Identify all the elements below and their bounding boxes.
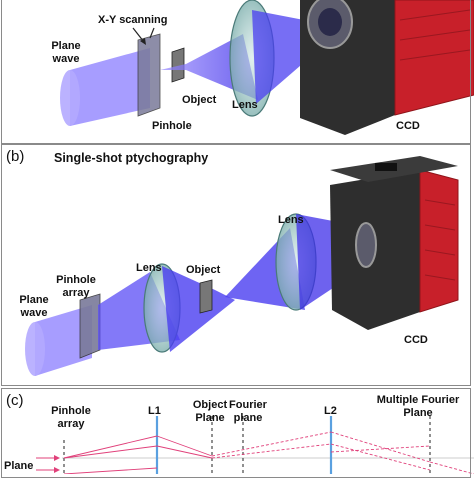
object-plane-label-line2: Plane (195, 412, 225, 424)
panel-b-title: Single-shot ptychography (54, 151, 209, 165)
panel-b-frame (1, 144, 471, 386)
ccd-camera-b (330, 156, 459, 330)
input-arrows-c (36, 455, 60, 473)
plane-wave-beam-a (70, 48, 150, 126)
panel-b-letter: (b) (6, 148, 25, 165)
object-plate-b (199, 279, 213, 314)
lens-label-a: Lens (232, 99, 258, 111)
panel-c-drawing (36, 416, 474, 474)
lens-right-label-b: Lens (278, 214, 304, 226)
lens-left-label-b: Lens (136, 262, 162, 274)
plane-wave-label-a-line1: Plane (51, 40, 81, 52)
pinhole-plate-a (137, 33, 161, 117)
pinhole-array-label-b-line1: Pinhole (56, 274, 96, 286)
multiple-fourier-plane-label-line1: Multiple Fourier (376, 394, 460, 406)
multiple-fourier-plane-label-line2: Plane (403, 407, 433, 419)
pinhole-label-a: Pinhole (152, 120, 192, 132)
plane-wave-end-b (25, 322, 45, 376)
fourier-plane-label-line2: plane (233, 412, 263, 424)
ccd-label-b: CCD (404, 334, 428, 346)
object-label-a: Object (182, 94, 217, 106)
pinhole-array-label-c-line1: Pinhole (51, 405, 91, 417)
object-plane-label-line1: Object (192, 399, 228, 411)
pinhole-array-label-c-line2: array (57, 418, 85, 430)
fourier-plane-label-line1: Fourier (229, 399, 267, 411)
pinhole-array-label-b-line2: array (62, 287, 90, 299)
plane-cut-label-c: Plane (4, 460, 34, 472)
ccd-camera-a (300, 0, 474, 135)
object-label-b: Object (186, 264, 221, 276)
rays-c (63, 431, 474, 474)
plane-wave-beam-b (35, 305, 92, 376)
panel-b-drawing (25, 156, 459, 376)
object-plate-a (171, 47, 185, 83)
panel-a-drawing (60, 0, 474, 135)
ccd-label-a: CCD (396, 120, 420, 132)
panel-a-frame (1, 0, 471, 144)
l1-label: L1 (148, 405, 161, 417)
panel-c-letter: (c) (6, 392, 24, 409)
plane-wave-label-b-line2: wave (20, 307, 48, 319)
l2-label: L2 (324, 405, 337, 417)
plane-wave-end-a (60, 70, 80, 126)
beam-to-object-b (162, 266, 235, 352)
plane-wave-label-a-line2: wave (52, 53, 80, 65)
xy-scanning-label: X-Y scanning (98, 14, 168, 26)
pinhole-array-plate-b (79, 293, 101, 359)
plane-wave-label-b-line1: Plane (19, 294, 49, 306)
